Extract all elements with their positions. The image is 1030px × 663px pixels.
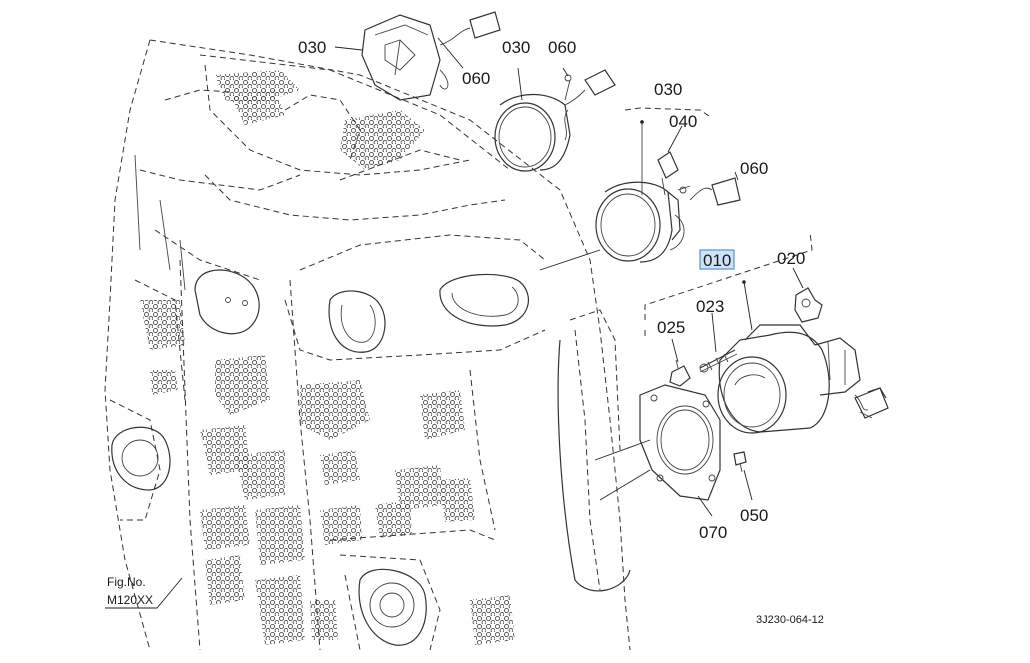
tractor-hood [104, 39, 631, 651]
label-030-top: 030 [298, 38, 326, 57]
label-070: 070 [699, 523, 727, 542]
part-030-work-lamp [539, 107, 741, 271]
label-020: 020 [777, 249, 805, 268]
figure-number-label: Fig.No. [107, 575, 146, 589]
label-060-top: 060 [462, 69, 490, 88]
label-040: 040 [669, 112, 697, 131]
label-030-right: 030 [654, 80, 682, 99]
drawing-code: 3J230-064-12 [756, 614, 824, 626]
highlight-010 [699, 249, 735, 270]
part-labels: 030 060 030 060 030 040 060 010 020 023 … [298, 38, 805, 542]
part-030-round-lamp [494, 67, 616, 172]
label-025: 025 [657, 318, 685, 337]
label-010[interactable]: 010 [703, 251, 731, 270]
label-030-mid: 030 [502, 38, 530, 57]
part-010-headlight-assembly [594, 231, 889, 517]
figure-number-value: M120XX [107, 593, 153, 607]
label-023: 023 [696, 297, 724, 316]
label-060-right: 060 [740, 159, 768, 178]
label-060-mid: 060 [548, 38, 576, 57]
part-030-top-lamp [334, 11, 501, 101]
figure-reference: Fig.No. M120XX [105, 575, 183, 609]
label-050: 050 [740, 506, 768, 525]
